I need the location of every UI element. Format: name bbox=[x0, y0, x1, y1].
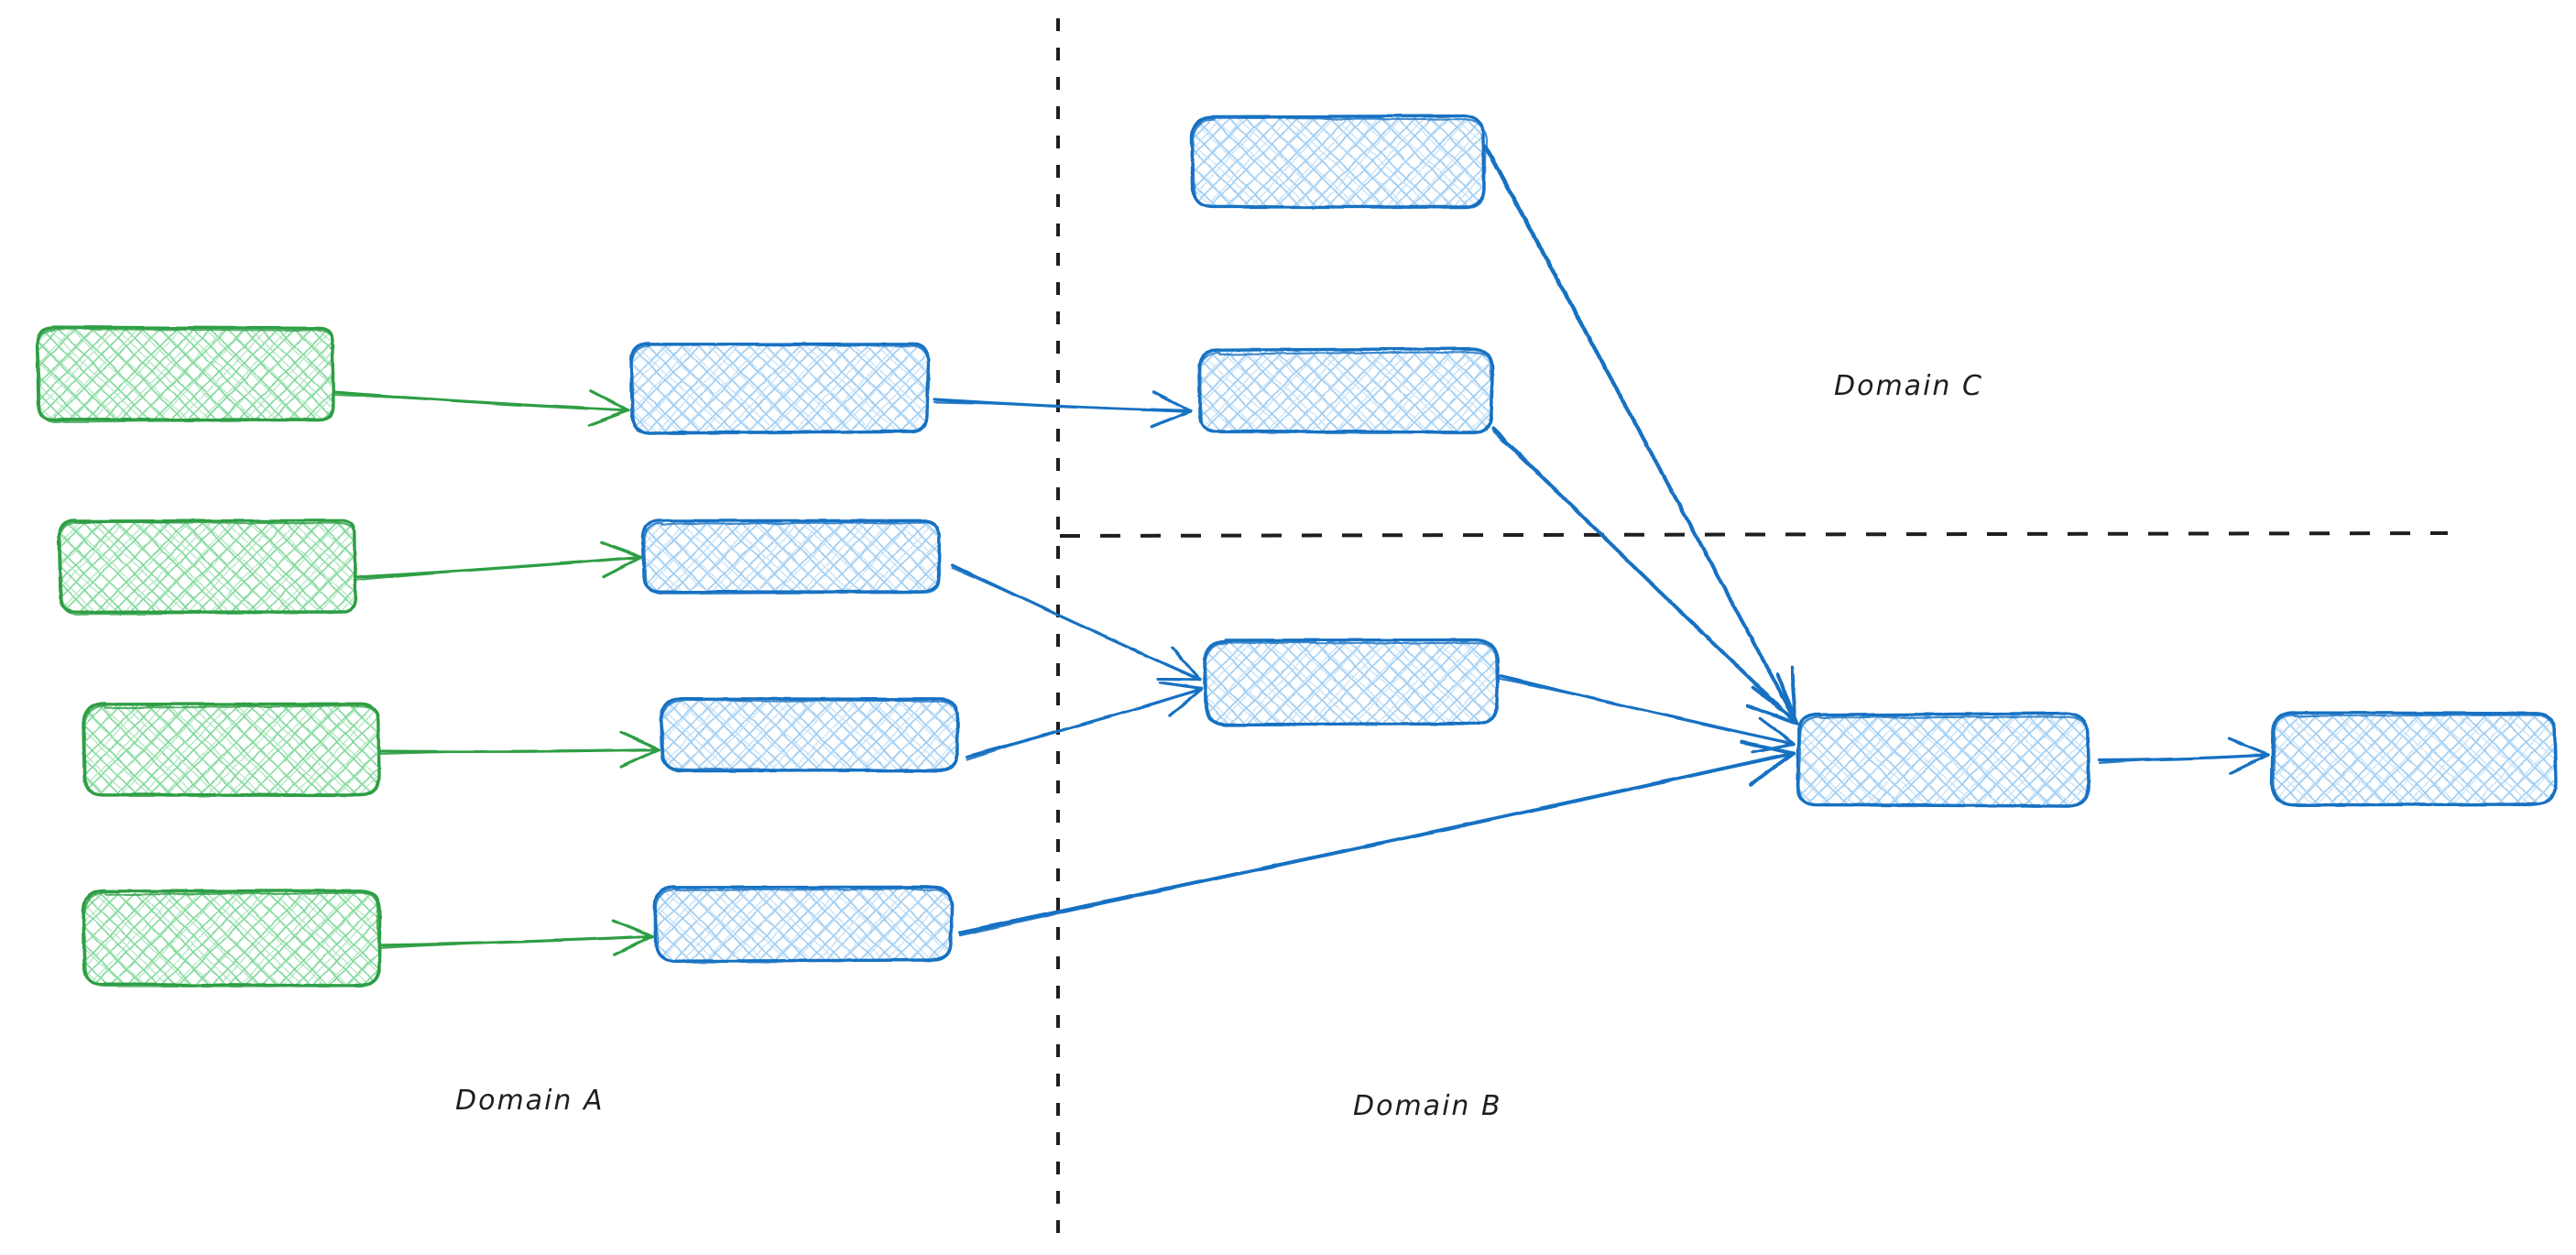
node-fill-hatch-secondary bbox=[654, 887, 953, 962]
node-fill-hatch-secondary bbox=[1198, 348, 1493, 432]
node-fill-hatch-secondary bbox=[1191, 115, 1484, 207]
domain-c-label: Domain C bbox=[1834, 370, 1983, 402]
edge-c3-to-d1[interactable] bbox=[1499, 674, 1796, 754]
arrowhead-lower bbox=[1152, 390, 1193, 413]
node-outline-secondary bbox=[59, 521, 357, 616]
edge-stroke-secondary bbox=[958, 752, 1796, 937]
edge-stroke-secondary bbox=[1500, 678, 1795, 746]
domain-c-aggregate-node[interactable] bbox=[1796, 711, 2090, 808]
node-outline-secondary bbox=[37, 327, 335, 423]
node-outline-secondary bbox=[642, 521, 941, 595]
edge-a4-to-b4[interactable] bbox=[377, 919, 654, 956]
edge-stroke-secondary bbox=[952, 567, 1201, 682]
edge-b4-to-d1[interactable] bbox=[958, 740, 1796, 937]
arrowhead-upper bbox=[2229, 753, 2270, 775]
arrowhead-lower bbox=[611, 919, 654, 938]
node-layer bbox=[35, 114, 2558, 988]
node-fill-hatch-secondary bbox=[660, 698, 958, 771]
edge-stroke-secondary bbox=[356, 557, 642, 581]
node-outline-secondary bbox=[2272, 714, 2558, 806]
node-fill-hatch-secondary bbox=[37, 327, 333, 420]
node-outline-secondary bbox=[1191, 116, 1488, 209]
node-fill-hatch-secondary bbox=[630, 344, 929, 433]
edge-d1-to-d2[interactable] bbox=[2098, 737, 2270, 775]
domain-a-label: Domain A bbox=[455, 1085, 605, 1117]
edge-stroke-secondary bbox=[378, 936, 653, 949]
arrowhead-lower bbox=[619, 730, 661, 751]
node-outline-secondary bbox=[1198, 351, 1493, 434]
edge-stroke-secondary bbox=[933, 401, 1192, 413]
domain-a-process-node-1[interactable] bbox=[629, 342, 931, 435]
arrowhead-upper bbox=[613, 934, 654, 956]
edge-c2-to-d1[interactable] bbox=[1491, 427, 1799, 726]
arrowhead-lower bbox=[1158, 681, 1204, 691]
arrowhead-lower bbox=[1758, 716, 1796, 746]
edge-stroke-secondary bbox=[1484, 147, 1797, 723]
edge-stroke-secondary bbox=[2099, 755, 2269, 764]
domain-b-node-middle[interactable] bbox=[1203, 638, 1500, 727]
domain-b-label: Domain B bbox=[1353, 1090, 1502, 1122]
edge-b2-to-c3[interactable] bbox=[951, 563, 1202, 682]
arrowhead-lower bbox=[1789, 665, 1797, 722]
node-fill-hatch-secondary bbox=[59, 520, 355, 613]
node-fill-hatch-secondary bbox=[1204, 639, 1499, 726]
arrowhead-upper bbox=[1168, 687, 1204, 718]
domain-a-source-node-4[interactable] bbox=[82, 889, 382, 988]
domain-c-output-node[interactable] bbox=[2270, 711, 2558, 807]
edge-stroke-secondary bbox=[1491, 430, 1799, 726]
edge-a1-to-b1[interactable] bbox=[332, 389, 630, 427]
edge-stroke-secondary bbox=[333, 394, 629, 412]
domain-a-process-node-2[interactable] bbox=[641, 518, 941, 595]
node-outline bbox=[82, 889, 382, 988]
edge-a2-to-b2[interactable] bbox=[355, 540, 643, 581]
node-outline-secondary bbox=[630, 343, 931, 435]
edge-layer bbox=[332, 145, 2270, 956]
arrowhead-upper bbox=[1156, 677, 1202, 682]
arrowhead-lower bbox=[1171, 646, 1202, 682]
arrowhead-upper bbox=[1751, 742, 1796, 754]
node-outline-secondary bbox=[654, 888, 954, 964]
node-fill-hatch-secondary bbox=[82, 890, 380, 986]
node-fill-hatch-secondary bbox=[1797, 713, 2089, 806]
node-outline-secondary bbox=[82, 891, 381, 988]
node-outline-secondary bbox=[1204, 641, 1499, 726]
domain-a-process-node-3[interactable] bbox=[660, 696, 959, 773]
arrowhead-upper bbox=[619, 748, 661, 769]
arrowhead-upper bbox=[602, 555, 643, 579]
node-outline-secondary bbox=[82, 704, 381, 797]
domain-a-source-node-2[interactable] bbox=[57, 518, 357, 616]
node-outline-secondary bbox=[1797, 715, 2090, 808]
domain-a-source-node-1[interactable] bbox=[35, 325, 335, 423]
arrowhead-lower bbox=[2227, 737, 2270, 757]
node-outline-secondary bbox=[660, 699, 959, 772]
node-fill-hatch-secondary bbox=[82, 704, 379, 795]
divider-layer bbox=[1056, 18, 2449, 1239]
edge-c1-to-d1[interactable] bbox=[1484, 145, 1797, 723]
horizontal-domain-divider bbox=[1059, 531, 2449, 538]
edge-b3-to-c3[interactable] bbox=[965, 681, 1204, 760]
node-fill-hatch-secondary bbox=[642, 520, 940, 593]
domain-a-process-node-4[interactable] bbox=[653, 885, 954, 964]
node-fill-hatch-secondary bbox=[2272, 713, 2556, 805]
arrowhead-upper bbox=[1745, 704, 1799, 726]
edge-b1-to-c2[interactable] bbox=[933, 390, 1193, 429]
edge-stroke-secondary bbox=[966, 689, 1203, 760]
arrowhead-lower bbox=[1775, 672, 1799, 726]
arrowhead-lower bbox=[589, 389, 630, 412]
arrowhead-upper bbox=[1150, 409, 1193, 429]
edge-a3-to-b3[interactable] bbox=[377, 730, 661, 769]
arrowhead-lower bbox=[600, 540, 643, 559]
domain-b-node-top[interactable] bbox=[1190, 114, 1488, 209]
arrowhead-upper bbox=[587, 409, 630, 427]
domain-b-node-upper[interactable] bbox=[1197, 346, 1494, 434]
arrowhead-upper bbox=[1749, 751, 1796, 787]
domain-a-source-node-3[interactable] bbox=[82, 702, 381, 797]
edge-stroke-secondary bbox=[378, 748, 660, 755]
